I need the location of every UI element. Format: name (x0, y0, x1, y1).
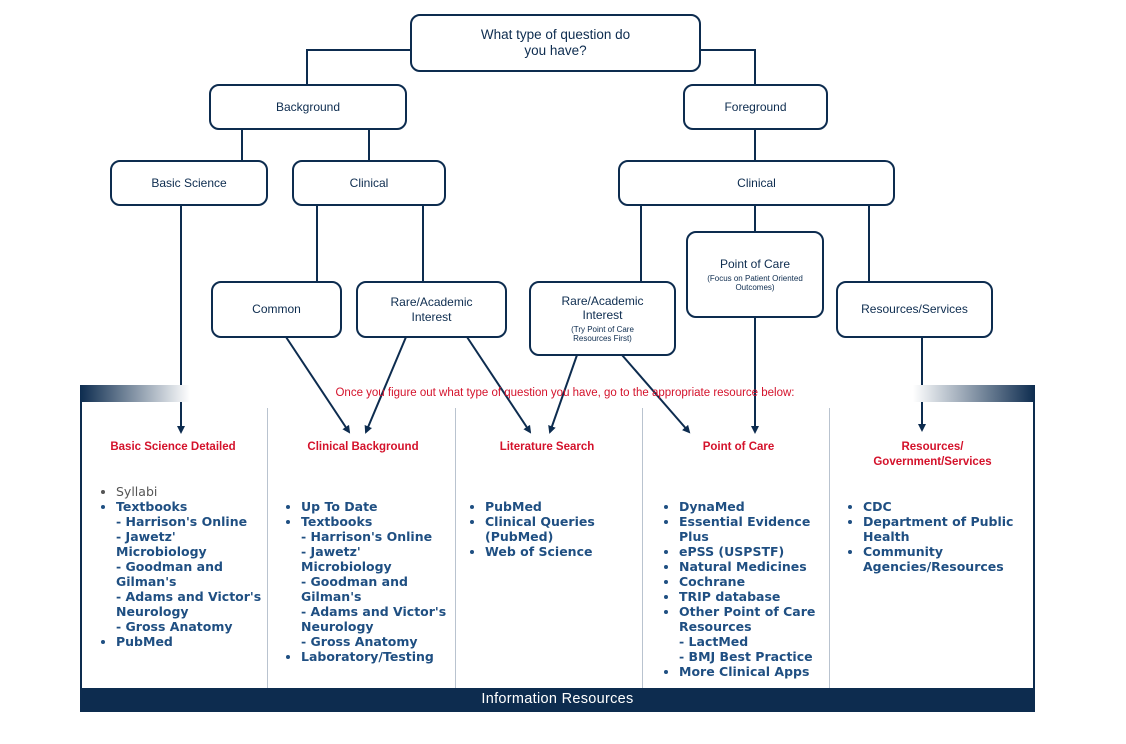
footer-bar: Information Resources (80, 688, 1035, 712)
root-question-node: What type of question do you have? (410, 14, 701, 72)
resource-item-uptodate[interactable]: Up To Date (301, 499, 451, 514)
common-node: Common (211, 281, 342, 338)
clinical-background-node: Clinical (292, 160, 446, 206)
resource-item-textbooks[interactable]: Textbooks (301, 514, 451, 529)
resource-item-syllabi[interactable]: Syllabi (116, 484, 262, 499)
resource-item-adams-victor[interactable]: - Adams and Victor's Neurology (116, 588, 262, 619)
rare-academic-foreground-label: Rare/Academic Interest (561, 293, 644, 323)
column-literature-search: Literature Search PubMed Clinical Querie… (467, 440, 637, 559)
column-clinical-background: Clinical Background Up To Date Textbooks… (283, 440, 451, 664)
column-title: Resources/ Government/Services (873, 441, 992, 468)
resource-item-public-health[interactable]: Department of Public Health (863, 514, 1031, 544)
resource-item-lactmed[interactable]: - LactMed (679, 633, 749, 649)
basic-science-label: Basic Science (151, 175, 227, 190)
resource-item-dynamed[interactable]: DynaMed (679, 499, 827, 514)
resource-item-pubmed[interactable]: PubMed (116, 634, 262, 649)
resource-item-harrisons[interactable]: - Harrison's Online (116, 513, 248, 529)
rare-academic-background-node: Rare/Academic Interest (356, 281, 507, 338)
column-resources-government: Resources/ Government/Services CDC Depar… (845, 440, 1031, 574)
resource-item-laboratory[interactable]: Laboratory/Testing (301, 649, 451, 664)
resource-item-goodman[interactable]: - Goodman and Gilman's (116, 558, 223, 589)
resource-item-gross-anatomy[interactable]: - Gross Anatomy (301, 633, 418, 649)
resource-item-gross-anatomy[interactable]: - Gross Anatomy (116, 618, 233, 634)
resource-item-clinical-apps[interactable]: More Clinical Apps (679, 664, 827, 679)
resource-item-essential-evidence[interactable]: Essential Evidence Plus (679, 514, 827, 544)
panel-band-right (913, 385, 1035, 402)
footer-title: Information Resources (481, 691, 634, 707)
point-of-care-node: Point of Care (Focus on Patient Oriented… (686, 231, 824, 318)
resource-item-harrisons[interactable]: - Harrison's Online (301, 528, 433, 544)
resources-services-node: Resources/Services (836, 281, 993, 338)
column-divider (455, 408, 456, 688)
resource-item-cochrane[interactable]: Cochrane (679, 574, 827, 589)
resource-item-community[interactable]: Community Agencies/Resources (863, 544, 1031, 574)
resource-item-epss[interactable]: ePSS (USPSTF) (679, 544, 827, 559)
column-title: Literature Search (499, 441, 595, 453)
root-question-label: What type of question do you have? (480, 26, 631, 58)
background-node: Background (209, 84, 407, 130)
basic-science-node: Basic Science (110, 160, 268, 206)
arrow-common (285, 336, 351, 434)
resource-item-pubmed[interactable]: PubMed (485, 499, 637, 514)
column-divider (267, 408, 268, 688)
foreground-node: Foreground (683, 84, 828, 130)
rare-academic-background-label: Rare/Academic Interest (390, 295, 473, 324)
resource-item-jawetz[interactable]: - Jawetz' Microbiology (116, 528, 207, 559)
resource-item-trip[interactable]: TRIP database (679, 589, 827, 604)
resource-list: Up To Date Textbooks - Harrison's Online… (283, 499, 451, 664)
point-of-care-label: Point of Care (719, 257, 791, 272)
background-label: Background (275, 99, 341, 114)
resource-list: CDC Department of Public Health Communit… (845, 499, 1031, 574)
instruction-text: Once you figure out what type of questio… (335, 387, 795, 399)
rare-academic-foreground-note: (Try Point of Care Resources First) (571, 324, 634, 343)
column-title: Clinical Background (307, 441, 419, 453)
resource-list: DynaMed Essential Evidence Plus ePSS (US… (661, 499, 827, 679)
resource-list: PubMed Clinical Queries (PubMed) Web of … (467, 499, 637, 559)
resource-item-textbooks[interactable]: Textbooks (116, 499, 262, 514)
resource-list: Syllabi Textbooks - Harrison's Online - … (98, 484, 262, 649)
clinical-foreground-node: Clinical (618, 160, 895, 206)
resource-item-clinical-queries[interactable]: Clinical Queries (PubMed) (485, 514, 637, 544)
resource-item-adams-victor[interactable]: - Adams and Victor's Neurology (301, 603, 447, 634)
line-root-foreground (700, 49, 756, 84)
resource-item-cdc[interactable]: CDC (863, 499, 1031, 514)
rare-academic-foreground-node: Rare/Academic Interest (Try Point of Car… (529, 281, 676, 356)
clinical-background-label: Clinical (349, 175, 389, 190)
resources-services-label: Resources/Services (861, 302, 968, 317)
clinical-foreground-label: Clinical (737, 175, 776, 190)
arrow-rare-bg-literature (466, 336, 532, 434)
resource-item-bmj[interactable]: - BMJ Best Practice (679, 648, 813, 664)
arrow-rare-bg-clinical (364, 336, 407, 434)
column-title: Point of Care (702, 441, 775, 453)
column-point-of-care: Point of Care DynaMed Essential Evidence… (661, 440, 827, 679)
foreground-label: Foreground (724, 99, 787, 114)
panel-band-left (80, 385, 190, 402)
resource-item-jawetz[interactable]: - Jawetz' Microbiology (301, 543, 392, 574)
column-basic-science-detailed: Basic Science Detailed Syllabi Textbooks… (98, 440, 262, 649)
arrow-rare-fg-poc (621, 354, 691, 434)
resource-item-web-of-science[interactable]: Web of Science (485, 544, 637, 559)
point-of-care-note: (Focus on Patient Oriented Outcomes) (707, 273, 803, 292)
column-title: Basic Science Detailed (110, 441, 236, 453)
common-label: Common (252, 302, 301, 317)
resource-item-goodman[interactable]: - Goodman and Gilman's (301, 573, 408, 604)
line-root-background (306, 49, 410, 84)
column-divider (829, 408, 830, 688)
column-divider (642, 408, 643, 688)
resource-item-natural-medicines[interactable]: Natural Medicines (679, 559, 827, 574)
arrow-rare-fg-literature (548, 354, 578, 434)
resource-panel (80, 385, 1035, 688)
resource-item-other-poc[interactable]: Other Point of Care Resources (679, 604, 827, 634)
